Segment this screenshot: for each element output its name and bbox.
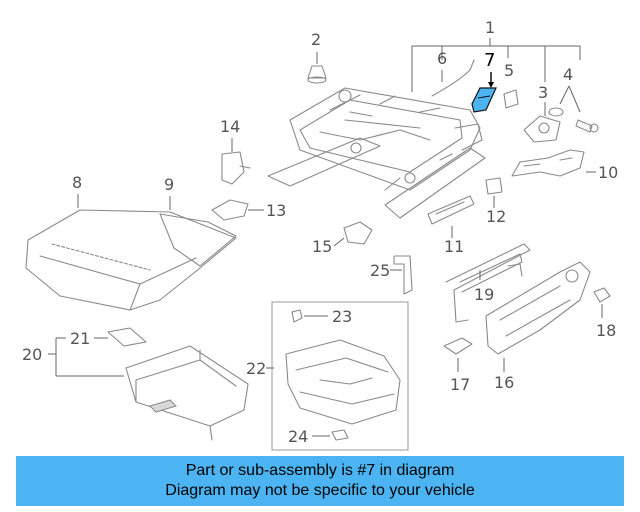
part-12-switch: 12 — [485, 177, 506, 226]
svg-text:25: 25 — [370, 261, 390, 280]
part-7-highlighted: 7 — [471, 50, 497, 113]
svg-text:5: 5 — [504, 61, 514, 80]
seat-frame-assembly — [267, 87, 486, 219]
svg-text:20: 20 — [22, 345, 42, 364]
svg-text:1: 1 — [485, 18, 495, 37]
part-19-frame: 19 — [445, 243, 531, 323]
part-13-cover: 13 — [211, 199, 286, 221]
svg-text:11: 11 — [444, 237, 464, 256]
svg-text:12: 12 — [486, 207, 506, 226]
svg-text:3: 3 — [538, 83, 548, 102]
part-22-group-box: 22 23 24 — [246, 301, 409, 451]
svg-text:16: 16 — [494, 373, 514, 392]
svg-text:17: 17 — [450, 375, 470, 394]
callout-1: 1 — [411, 18, 581, 92]
svg-text:8: 8 — [72, 173, 82, 192]
svg-text:22: 22 — [246, 359, 266, 378]
svg-text:6: 6 — [437, 49, 447, 68]
part-9-cover: 9 — [159, 175, 237, 267]
svg-text:19: 19 — [474, 285, 494, 304]
svg-text:9: 9 — [164, 175, 174, 194]
svg-text:2: 2 — [311, 30, 321, 49]
svg-text:14: 14 — [220, 117, 240, 136]
part-14-bracket: 14 — [220, 117, 251, 185]
info-banner: Part or sub-assembly is #7 in diagram Di… — [16, 456, 624, 506]
svg-text:10: 10 — [598, 163, 618, 182]
part-15-bracket: 15 — [312, 221, 373, 256]
svg-text:4: 4 — [563, 65, 573, 84]
part-10-trim: 10 — [511, 149, 618, 182]
svg-text:13: 13 — [266, 201, 286, 220]
part-20-tray: 20 — [22, 337, 249, 441]
part-3-bracket: 3 — [523, 83, 561, 143]
part-18-clip: 18 — [593, 287, 616, 340]
svg-text:18: 18 — [596, 321, 616, 340]
part-8-cushion: 8 — [25, 173, 237, 311]
part-5-clip: 5 — [503, 61, 519, 109]
svg-text:21: 21 — [70, 329, 90, 348]
banner-line-1: Part or sub-assembly is #7 in diagram — [185, 462, 455, 479]
part-17-cover: 17 — [443, 337, 473, 394]
svg-text:7: 7 — [484, 50, 495, 71]
part-11-panel: 11 — [427, 195, 475, 256]
part-16-side-cover: 16 — [485, 261, 591, 392]
svg-text:23: 23 — [332, 307, 352, 326]
part-6-cable: 6 — [431, 49, 475, 97]
part-25-bracket: 25 — [370, 255, 413, 295]
part-4-screws: 4 — [548, 65, 599, 133]
seat-assembly-drawing: 1 2 6 7 5 3 4 — [22, 18, 618, 451]
part-2-bolt: 2 — [307, 30, 327, 84]
svg-text:24: 24 — [288, 427, 308, 446]
svg-text:15: 15 — [312, 237, 332, 256]
part-21-pad: 21 — [70, 327, 147, 348]
banner-line-2: Diagram may not be specific to your vehi… — [165, 482, 475, 499]
